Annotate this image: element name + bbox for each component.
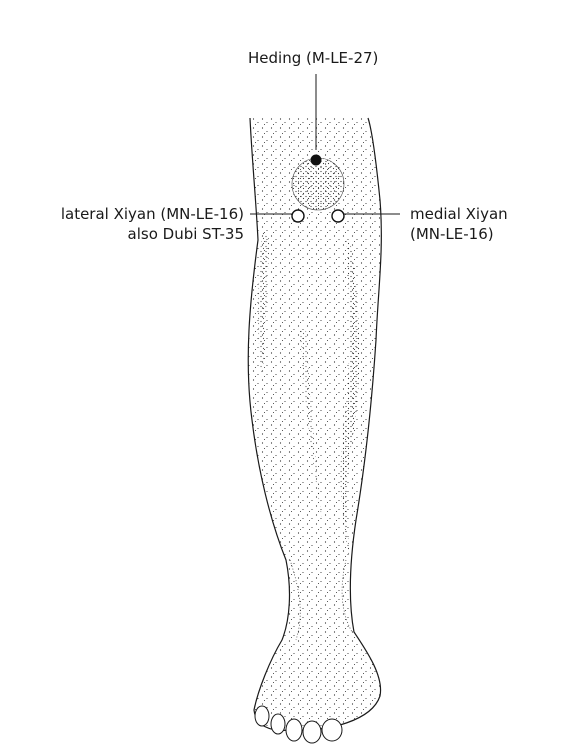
medial-xiyan-point-marker [332,210,344,222]
medial-xiyan-label: medial Xiyan (MN-LE-16) [410,204,508,244]
lateral-xiyan-name: lateral Xiyan (MN-LE-16) [44,204,244,224]
medial-xiyan-name: medial Xiyan [410,204,508,224]
lateral-xiyan-label: lateral Xiyan (MN-LE-16) also Dubi ST-35 [44,204,244,244]
lateral-xiyan-point-marker [292,210,304,222]
heding-point-marker [311,155,322,166]
medial-xiyan-code: (MN-LE-16) [410,224,508,244]
patella [292,158,344,210]
lateral-xiyan-alias: also Dubi ST-35 [44,224,244,244]
heding-label: Heding (M-LE-27) [248,48,378,68]
